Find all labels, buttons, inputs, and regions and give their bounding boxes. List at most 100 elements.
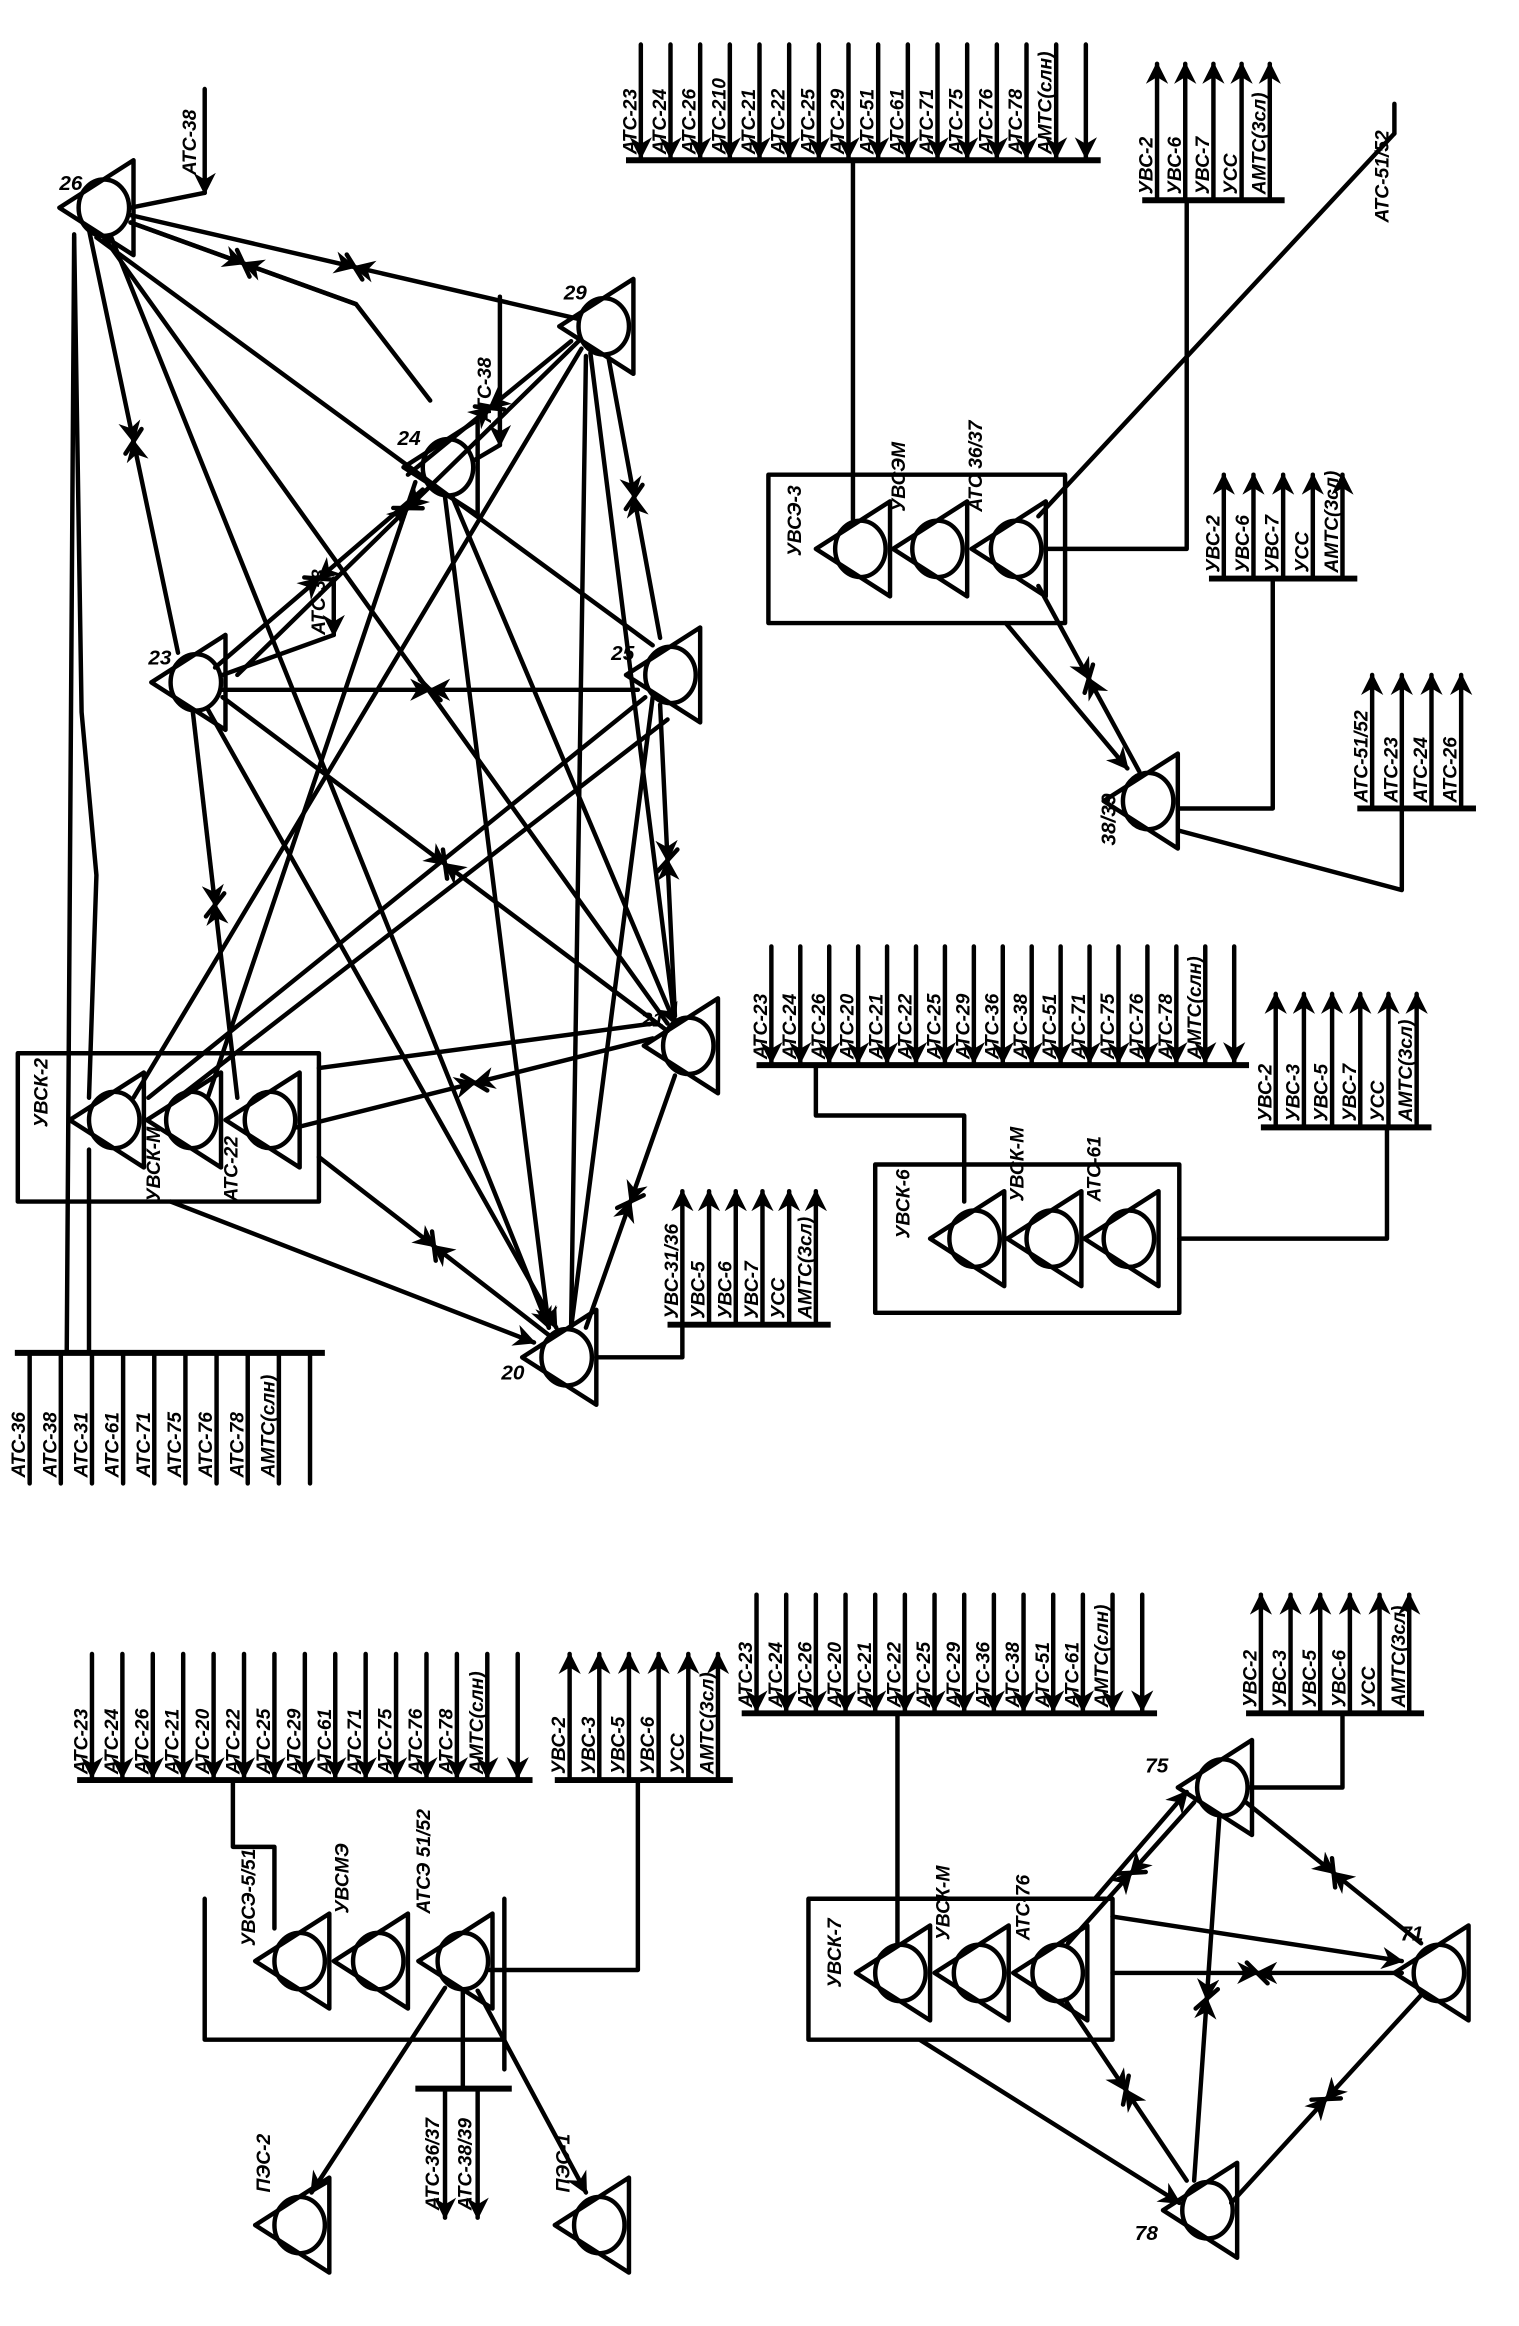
link-23-20 bbox=[205, 706, 559, 1330]
uvsk7-m-triangle-icon bbox=[932, 1923, 1011, 2023]
cross-mark-icon bbox=[1244, 1960, 1270, 1986]
uvse3-title: УВСЭ-3 bbox=[785, 485, 806, 556]
trunk-label: АТС-78 bbox=[1006, 89, 1027, 156]
station-23-triangle-icon bbox=[149, 632, 228, 733]
trunk-label: АТС-24 bbox=[650, 89, 671, 156]
station-21-label: 21 bbox=[640, 1009, 664, 1032]
trunk-label: АМТС(3сл) bbox=[698, 1672, 719, 1775]
link-23-21 bbox=[220, 694, 448, 867]
link-25-uvsk2b bbox=[175, 717, 670, 1100]
trunk-label: АТС-76 bbox=[196, 1412, 217, 1479]
station-26-label: 26 bbox=[58, 172, 83, 195]
station-24-label: 24 bbox=[397, 427, 422, 450]
uvsk6-member-label: АТС-61 bbox=[1085, 1136, 1106, 1203]
link-uvsk7-78 bbox=[917, 2037, 1182, 2206]
trunk-label: АТС-26 bbox=[680, 89, 701, 156]
trunk-label: АТС-61 bbox=[1062, 1642, 1083, 1708]
cross-mark-icon bbox=[655, 847, 680, 874]
trunk-label: АТС-22 bbox=[884, 1642, 905, 1709]
trunk-label: АТС-24 bbox=[766, 1642, 787, 1709]
trunk-label: АТС-210 bbox=[709, 78, 730, 155]
link-29-24 bbox=[487, 338, 574, 411]
station-21-triangle-icon bbox=[641, 996, 721, 1096]
atc76-circle-icon bbox=[1030, 1942, 1086, 2004]
trunk-label: АТС-51 bbox=[858, 89, 879, 155]
trunk-label: АТС-75 bbox=[376, 1708, 397, 1775]
trunk-label: УВС-7 bbox=[1263, 514, 1284, 573]
atc3637-triangle-icon bbox=[969, 499, 1049, 599]
cross-mark-icon bbox=[1120, 2073, 1131, 2107]
trunk-label: УВС-2 bbox=[549, 1716, 570, 1774]
link-uvsk2-20 bbox=[431, 1243, 552, 1338]
trunk-label: УВС-7 bbox=[742, 1260, 763, 1319]
trunk-label: АТС-71 bbox=[345, 1709, 366, 1775]
link-29-25 bbox=[626, 494, 663, 641]
uvsk2-group-box bbox=[15, 1051, 322, 1204]
link-uvsk7-71 bbox=[1110, 1914, 1405, 1970]
uvsk7-group-box bbox=[806, 1896, 1115, 2042]
uvsk7-triangle-icon bbox=[853, 1923, 933, 2023]
link-29-23 bbox=[235, 505, 411, 678]
uvse551-triangle-icon bbox=[252, 1911, 332, 2011]
link-atc76-78 bbox=[1123, 2087, 1189, 2183]
trunk-label: АТС-21 bbox=[855, 1642, 876, 1708]
trunk-label: АТС-21 bbox=[163, 1709, 184, 1775]
link-uvse3-3839 bbox=[1003, 620, 1130, 771]
trunk-label: АТС-25 bbox=[924, 993, 945, 1060]
atc38-input-label: АТС-38 bbox=[309, 569, 330, 636]
station-24-triangle-icon bbox=[401, 417, 480, 517]
trunk-label: УВС-2 bbox=[1203, 515, 1224, 573]
cross-mark-icon bbox=[1114, 1869, 1148, 1876]
uvsk6-m-triangle-icon bbox=[1005, 1188, 1084, 1289]
station-75-triangle-icon bbox=[1175, 1737, 1255, 1838]
trunk-label: АТС-23 bbox=[751, 993, 772, 1060]
link-24-uvsk2 bbox=[205, 479, 418, 1100]
uvse3-group-box bbox=[766, 472, 1068, 626]
trunk-label: АТС-51 bbox=[1033, 1642, 1054, 1708]
uvse5-bracket bbox=[202, 1896, 507, 2042]
atc5152-label: АТС-51/52 bbox=[1372, 130, 1393, 224]
atc3637-label: АТС 36/37 bbox=[966, 419, 987, 512]
uvsk6-triangle-icon bbox=[927, 1188, 1007, 1289]
station-29-label: 29 bbox=[563, 282, 588, 305]
trunk-label: АМТС(слн) bbox=[1185, 956, 1206, 1060]
link-uvsk2-20b bbox=[168, 1199, 537, 1346]
station-24-circle-icon bbox=[420, 436, 476, 498]
uvsk7-title: УВСК-7 bbox=[825, 1917, 846, 1988]
trunk-label: АТС-22 bbox=[224, 1708, 245, 1775]
link-26-25 bbox=[94, 235, 655, 648]
link-atc3637-3839 bbox=[1086, 676, 1142, 774]
uvsk2-member-0-triangle-icon bbox=[67, 1070, 147, 1170]
trunk-label: АТС-76 bbox=[406, 1708, 427, 1775]
cross-mark-icon bbox=[123, 426, 144, 456]
trunk-label: АТС-25 bbox=[254, 1708, 275, 1775]
trunk-label: АТС-20 bbox=[193, 1708, 214, 1775]
atc-out-label: АТС-38/39 bbox=[456, 2118, 477, 2212]
trunk-label: АТС-26 bbox=[795, 1642, 816, 1709]
trunk-label: УСС bbox=[1292, 531, 1313, 573]
link-24-23 bbox=[212, 576, 322, 670]
trunk-label: АТС-36 bbox=[973, 1642, 994, 1709]
uvse3-out-line bbox=[1043, 198, 1189, 552]
trunk-label: АМТС(3сл) bbox=[795, 1217, 816, 1320]
link-23-uvsk2 bbox=[206, 902, 240, 1100]
trunk-label: УВС-5 bbox=[1300, 1650, 1321, 1708]
uvsk7-m-circle-icon bbox=[951, 1942, 1007, 2004]
link-29-23 bbox=[405, 338, 581, 511]
uvsem-triangle-icon bbox=[890, 499, 970, 599]
trunk-label: АТС-75 bbox=[947, 89, 968, 156]
pes1-label: ПЭС-1 bbox=[554, 2134, 575, 2193]
trunk-label: АТС-29 bbox=[953, 993, 974, 1060]
station-75-label: 75 bbox=[1145, 1755, 1169, 1778]
trunk-label: АТС-25 bbox=[798, 89, 819, 156]
link-22-21 bbox=[472, 1036, 655, 1089]
uvsem-label: УВСЭМ bbox=[889, 441, 910, 512]
trunk-label: АТС-23 bbox=[1381, 737, 1402, 804]
link-25-20 bbox=[568, 694, 655, 1330]
trunk-label: АТС-29 bbox=[828, 89, 849, 156]
trunk-label: АТС-26 bbox=[132, 1708, 153, 1775]
trunk-label: АТС-78 bbox=[436, 1708, 457, 1775]
trunk-label: АТС-20 bbox=[838, 993, 859, 1060]
trunk-label: АТС-36 bbox=[9, 1412, 30, 1479]
